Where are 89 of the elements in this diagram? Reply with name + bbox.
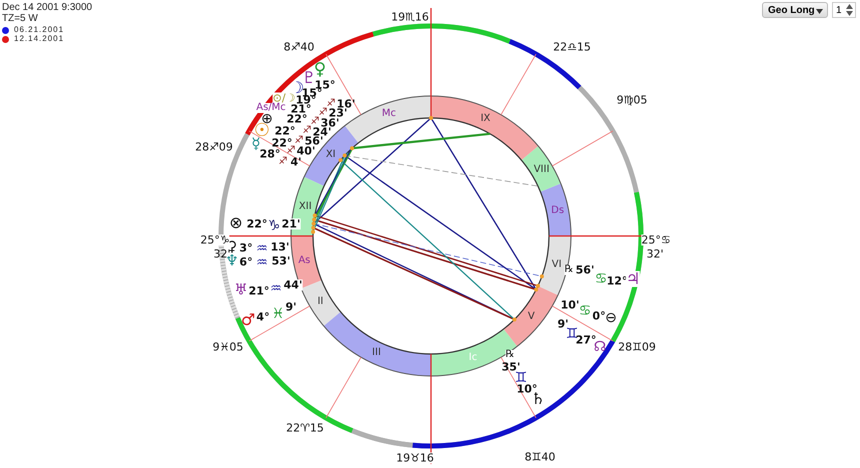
cusp-label: 22♈15 [286, 422, 324, 434]
zodiac-sign-symbol: ♋ [578, 304, 592, 318]
zodiac-sign-symbol: ♊ [566, 327, 578, 341]
point-symbol: ⊖ [605, 311, 617, 325]
zodiac-sign-symbol: ♐ [294, 136, 304, 146]
minute-label: 36' [320, 118, 340, 128]
minute-label: 44' [284, 280, 302, 290]
cusp-label: 9♓05 [212, 342, 244, 352]
cusp-label: 19♏16 [391, 12, 429, 22]
degree-label: 22° [272, 138, 292, 148]
zodiac-sign-symbol: ♋ [594, 272, 608, 286]
house-label: Ic [468, 352, 478, 363]
zodiac-sign-symbol: ♑ [268, 219, 280, 233]
planet-symbol: ♅ [234, 282, 248, 298]
zodiac-sign-symbol: ♐ [310, 117, 320, 127]
planet-symbol: ♂ [240, 312, 256, 328]
cusp-label: 9♍05 [616, 94, 648, 106]
cusp-label: 8♐40 [284, 42, 314, 52]
minute-label: 53' [272, 256, 290, 266]
zodiac-sign-symbol: ♓ [272, 307, 284, 321]
house-label: As [298, 256, 310, 266]
minute-label: 56' [576, 264, 594, 276]
cusp-label: 28♐09 [195, 142, 233, 152]
degree-label: 4° [256, 312, 270, 322]
retrograde-symbol: ℞ [564, 265, 574, 275]
zodiac-sign-symbol: ♊ [514, 371, 528, 385]
zodiac-sign-symbol: ♐ [286, 146, 296, 156]
planet-symbol: ♇ [302, 70, 316, 86]
chart-date-text: Dec 14 2001 9:3000 [2, 3, 92, 13]
cusp-label: 19♉16 [396, 452, 434, 464]
legend-text: 12.14.2001 [14, 35, 64, 43]
minute-label: 10' [560, 300, 580, 310]
legend-text: 06.21.2001 [14, 26, 64, 34]
house-label: Mc [382, 109, 396, 120]
minute-label: 56' [304, 136, 324, 146]
minute-label: 40' [296, 146, 316, 156]
cusp-label: 25°♑ [200, 234, 230, 246]
midpoint-symbol: ⊙/☽ [272, 92, 296, 104]
timezone-text: TZ=5 W [2, 14, 38, 24]
degree-label: 22° [274, 126, 296, 136]
house-label: Ds [551, 206, 564, 216]
house-label: V [528, 312, 535, 322]
planet-symbol: ♆ [225, 254, 239, 268]
planet-symbol: ☊ [594, 340, 606, 354]
zodiac-sign-symbol: ♒ [256, 256, 268, 270]
minute-label: 21' [282, 218, 300, 230]
cusp-label: 32' [646, 248, 664, 260]
zodiac-sign-symbol: ♐ [278, 157, 288, 167]
degree-label: 3° [239, 242, 253, 254]
planet-symbol: ♀ [314, 62, 326, 78]
minute-label: 35' [502, 362, 520, 372]
number-spinner: 1 [832, 2, 856, 18]
house-label: XI [326, 150, 336, 160]
house-label: II [317, 297, 324, 308]
zodiac-sign-symbol: ♐ [302, 126, 312, 136]
degree-label: 12° [606, 276, 628, 286]
cusp-label: 22♎15 [553, 42, 591, 52]
dropdown: Geo Long [762, 2, 828, 18]
minute-label: 13' [270, 242, 290, 252]
cusp-label: 25°♋ [641, 234, 671, 246]
degree-label: 0° [592, 310, 606, 322]
cusp-label: 8♊40 [524, 452, 556, 462]
degree-label: 22° [246, 218, 268, 230]
point-symbol: ⊗ [229, 215, 243, 231]
house-label: III [372, 348, 381, 358]
house-label: XII [298, 202, 312, 212]
cusp-label: 28♊09 [618, 342, 656, 352]
zodiac-sign-symbol: ♒ [270, 282, 282, 296]
retrograde-symbol: ℞ [506, 350, 514, 360]
midpoint-label: As/Mc [256, 103, 286, 113]
zodiac-sign-symbol: ♒ [256, 242, 268, 256]
degree-label: 22° [286, 114, 308, 124]
planet-symbol: ☿ [251, 136, 261, 152]
degree-label: 21° [290, 104, 312, 114]
planet-symbol: ♃ [626, 271, 640, 287]
zodiac-sign-symbol: ♐ [326, 99, 336, 109]
minute-label: 9' [285, 302, 297, 312]
house-label: VI [552, 260, 562, 270]
minute-label: 23' [328, 108, 348, 118]
minute-label: 4' [290, 156, 302, 168]
house-label: VIII [534, 164, 550, 175]
minute-label: 24' [312, 126, 332, 138]
degree-label: 6° [239, 256, 253, 268]
degree-label: 21° [248, 286, 270, 296]
zodiac-sign-symbol: ♐ [318, 108, 328, 118]
degree-label: 28° [260, 148, 280, 160]
house-label: IX [480, 114, 490, 124]
minute-label: 16' [336, 98, 356, 110]
minute-label: 9' [557, 318, 569, 330]
